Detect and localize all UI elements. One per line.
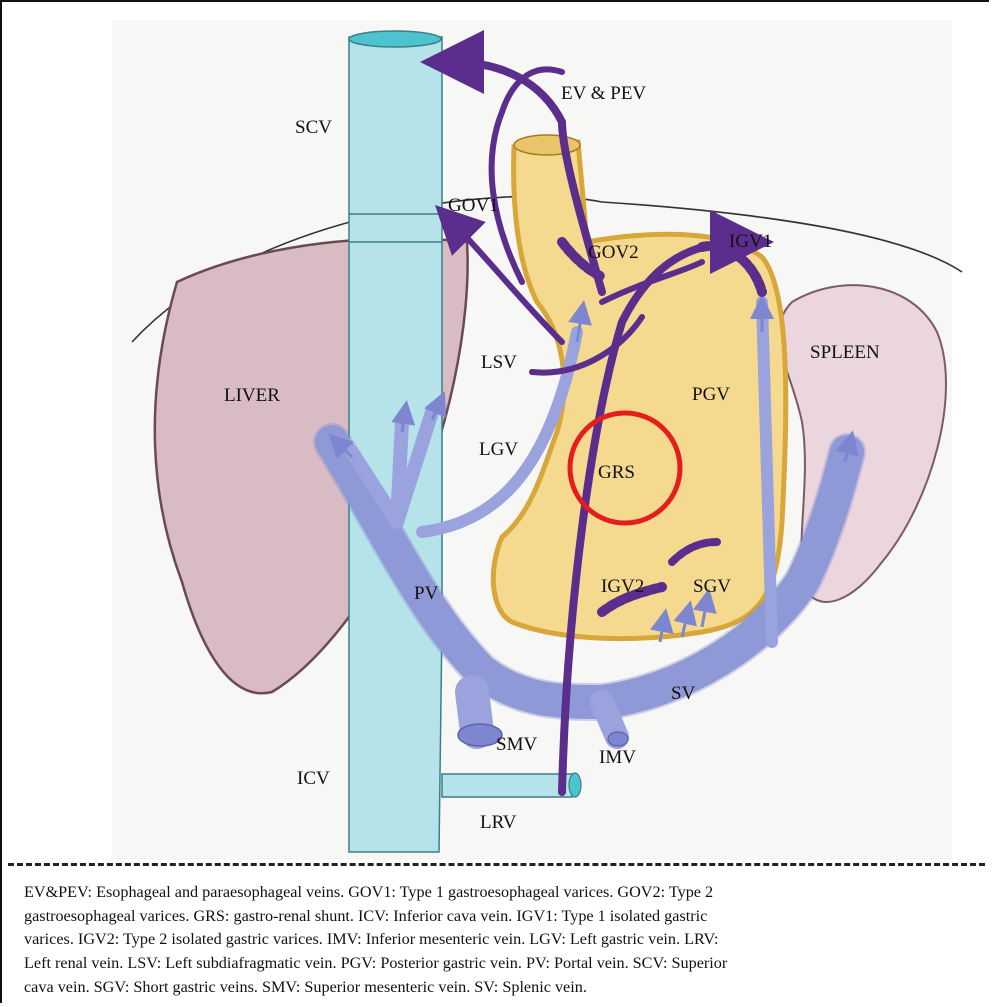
label-grs: GRS — [598, 462, 635, 483]
left-renal-vein-shape — [442, 774, 572, 797]
legend-line: EV&PEV: Esophageal and paraesophageal ve… — [24, 881, 992, 905]
label-pv: PV — [414, 583, 439, 604]
label-icv: ICV — [297, 768, 330, 789]
legend-divider — [8, 863, 985, 866]
abbreviation-legend: EV&PEV: Esophageal and paraesophageal ve… — [24, 881, 992, 1000]
esophagus-top — [514, 135, 580, 155]
label-scv: SCV — [295, 117, 332, 138]
label-sgv: SGV — [693, 576, 731, 597]
label-sv: SV — [671, 683, 696, 704]
legend-line: cava vein. SGV: Short gastric veins. SMV… — [24, 976, 992, 1000]
label-gov1: GOV1 — [448, 195, 499, 216]
label-igv2: IGV2 — [601, 576, 644, 597]
label-pgv: PGV — [692, 384, 730, 405]
legend-line: Left renal vein. LSV: Left subdiafragmat… — [24, 952, 992, 976]
vena-cava-top — [349, 31, 441, 47]
label-imv: IMV — [599, 747, 636, 768]
label-smv: SMV — [496, 734, 537, 755]
label-spleen: SPLEEN — [810, 342, 880, 363]
legend-line: varices. IGV2: Type 2 isolated gastric v… — [24, 928, 992, 952]
label-ev-pev: EV & PEV — [561, 83, 646, 104]
label-lgv: LGV — [479, 439, 518, 460]
label-igv1: IGV1 — [729, 231, 772, 252]
label-gov2: GOV2 — [588, 242, 639, 263]
label-liver: LIVER — [224, 385, 280, 406]
label-lrv: LRV — [480, 812, 517, 833]
portal-venous-anatomy-illustration: EV & PEV SCV GOV1 GOV2 IGV1 SPLEEN LSV L… — [2, 2, 991, 862]
legend-line: gastroesophageal varices. GRS: gastro-re… — [24, 905, 992, 929]
label-lsv: LSV — [481, 352, 517, 373]
